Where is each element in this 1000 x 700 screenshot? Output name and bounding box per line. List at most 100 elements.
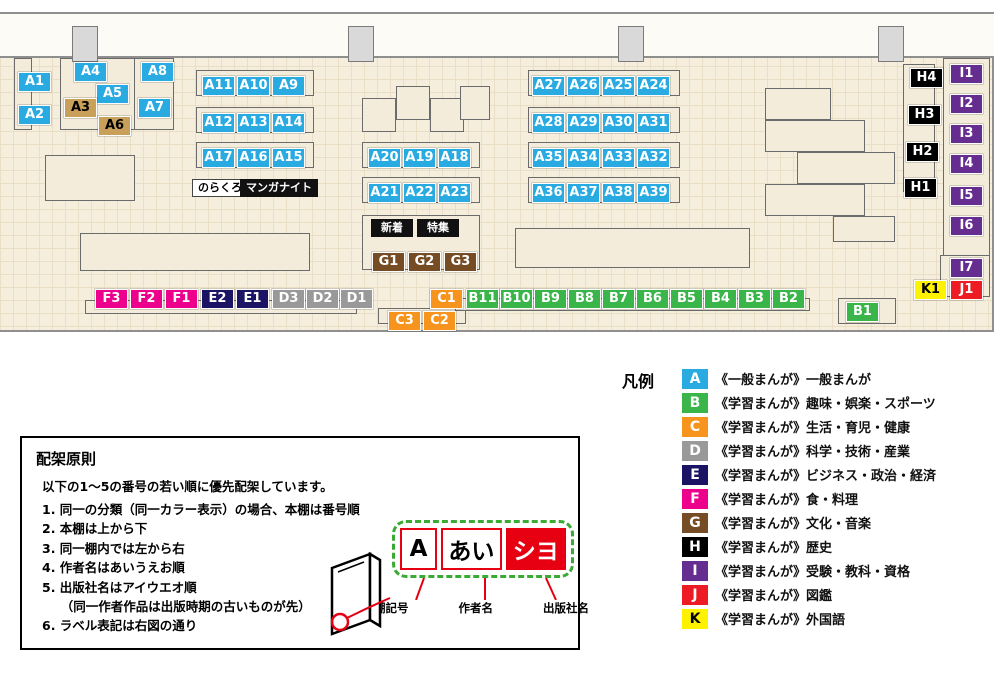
legend-label: 趣味・娯楽・スポーツ [806,397,936,412]
label-author-name: あい [441,528,502,570]
shelf-tag-B9: B9 [534,289,567,309]
legend-prefix: 《学習まんが》 [715,589,807,604]
shelf-tag-F2: F2 [130,289,163,309]
shelf-tag-A15: A15 [272,148,305,168]
legend-prefix: 《学習まんが》 [715,445,807,460]
legend-label: 外国語 [806,613,846,628]
principles-item: 6. ラベル表記は右図の通り [42,618,198,634]
legend-chip-H: H [682,536,708,557]
book-icon [330,551,391,636]
shelf-tag-A38: A38 [602,183,635,203]
shelf [833,216,895,242]
legend-chip-G: G [682,512,708,533]
shelf-tag-B6: B6 [636,289,669,309]
shelf-tag-I1: I1 [950,64,983,84]
legend-label: 受験・教科・資格 [806,565,911,580]
legend-chip-I: I [682,560,708,581]
shelf-tag-A36: A36 [532,183,565,203]
shelf-tag-A28: A28 [532,113,565,133]
legend-prefix: 《学習まんが》 [715,565,807,580]
shelf-tag-B7: B7 [602,289,635,309]
label-shelf-code: A [400,528,438,570]
legend-chip-F: F [682,488,708,509]
legend-prefix: 《学習まんが》 [715,493,807,508]
shelf-tag-B1: B1 [846,302,879,322]
legend-row-F: F 《学習まんが》食・料理 [682,488,936,509]
shelf-tag-H2: H2 [906,142,939,162]
shelf-tag-E1: E1 [236,289,269,309]
shelf-tag-J1: J1 [950,280,983,300]
legend-row-K: K《学習まんが》外国語 [682,608,936,629]
shelf-tag-A29: A29 [567,113,600,133]
principles-item: 4. 作者名はあいうえお順 [42,560,185,576]
legend-chip-E: E [682,464,708,485]
legend-label: 科学・技術・産業 [806,445,911,460]
pillar [618,26,644,62]
legend-label: 一般まんが [806,373,872,388]
shelf-tag-A37: A37 [567,183,600,203]
shelf-tag-A19: A19 [403,148,436,168]
shelf-tag-A35: A35 [532,148,565,168]
shelf [430,98,464,132]
shelf [362,98,396,132]
shelf-tag-C2: C2 [423,311,456,331]
label-captions: 棚記号 作者名 出版社名 [374,600,589,616]
caption-publisher: 出版社名 [543,601,589,615]
shelf-tag-H3: H3 [908,105,941,125]
legend-label: 文化・音楽 [806,517,872,532]
legend-prefix: 《学習まんが》 [715,517,807,532]
legend-label: 図鑑 [806,589,833,604]
shelf-tag-B10: B10 [500,289,533,309]
shelf [460,86,490,120]
shelf-tag-A17: A17 [202,148,235,168]
shelf-tag-I4: I4 [950,154,983,174]
legend-label: 食・料理 [806,493,859,508]
shelf-tag-A30: A30 [602,113,635,133]
shelf-tag-H4: H4 [910,68,943,88]
shelf-tag-B5: B5 [670,289,703,309]
shelf-tag-A6: A6 [98,116,131,136]
label-example: A あい シヨ [392,520,574,578]
shelf-tag-B4: B4 [704,289,737,309]
shelf-tag-A39: A39 [637,183,670,203]
principles-item: 1. 同一の分類（同一カラー表示）の場合、本棚は番号順 [42,502,360,517]
legend-chip-J: J [682,584,708,605]
principles-item: 2. 本棚は上から下 [42,521,148,537]
principles-box: 配架原則 以下の1〜5の番号の若い順に優先配架しています。 1. 同一の分類（同… [20,436,589,650]
shelf-tag-D2: D2 [306,289,339,309]
pillar [878,26,904,62]
shelf-tag-A4: A4 [74,62,107,82]
shelf-tag-I7: I7 [950,258,983,278]
legend-row-D: D《学習まんが》科学・技術・産業 [682,440,936,461]
shelf-tag-A18: A18 [438,148,471,168]
shelf-tag-A12: A12 [202,113,235,133]
caption-shelf-code: 棚記号 [374,601,409,615]
shelf [765,120,865,152]
shelf-tag-A24: A24 [637,76,670,96]
shelf-tag-A26: A26 [567,76,600,96]
shelf-tag-C1: C1 [430,289,463,309]
shelf-tag-A10: A10 [237,76,270,96]
shelf-tag-F3: F3 [95,289,128,309]
shelf-tag-K1: K1 [914,280,947,300]
shelf-tag-I6: I6 [950,216,983,236]
legend-chip-C: C [682,416,708,437]
shelf-tag-A1: A1 [18,72,51,92]
legend-row-C: C《学習まんが》生活・育児・健康 [682,416,936,437]
shelf-tag-A8: A8 [141,62,174,82]
legend-prefix: 《学習まんが》 [715,541,807,556]
legend-prefix: 《学習まんが》 [715,397,807,412]
shelf-tag-A2: A2 [18,105,51,125]
shelf-tag-A14: A14 [272,113,305,133]
legend-row-E: E《学習まんが》ビジネス・政治・経済 [682,464,936,485]
shelf-tag-I2: I2 [950,94,983,114]
map-label-特集: 特集 [417,219,459,237]
principles-item: （同一作者作品は出版時期の古いものが先） [42,598,311,614]
legend-row-A: A《一般まんが》一般まんが [682,368,936,389]
map-label-のらくろ: のらくろ [192,179,248,197]
shelf-tag-A13: A13 [237,113,270,133]
map-label-マンガナイト: マンガナイト [240,179,318,197]
shelf-tag-C3: C3 [388,311,421,331]
shelf-tag-B11: B11 [466,289,499,309]
